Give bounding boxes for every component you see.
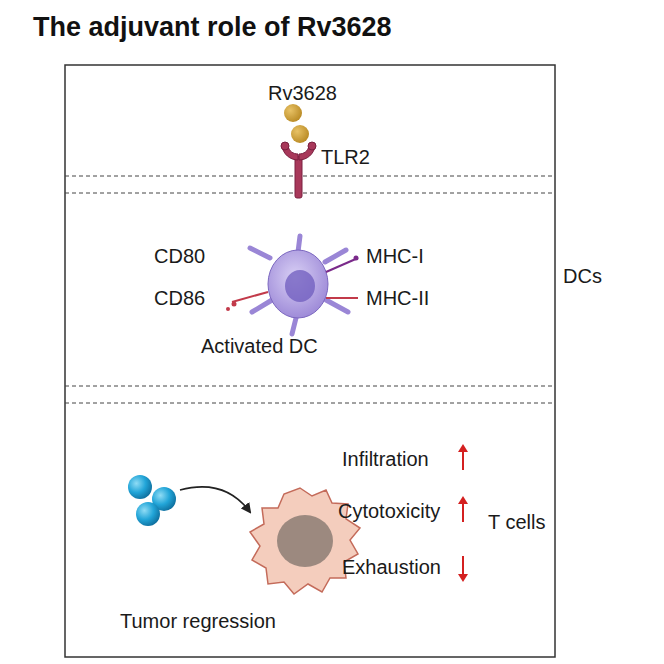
antigen-label: Rv3628 (268, 82, 337, 104)
t-cell (128, 475, 152, 499)
marker-dot (354, 256, 359, 261)
frame (65, 65, 555, 657)
up-arrow-head (458, 496, 468, 504)
effect-label: Infiltration (342, 448, 429, 470)
marker-dot (226, 307, 230, 311)
divider-line (65, 403, 555, 404)
mhc-ii-marker (326, 297, 358, 299)
mhc-i-marker (326, 258, 358, 272)
marker-label: MHC-I (366, 245, 424, 267)
section-label: T cells (488, 511, 545, 533)
title: The adjuvant role of Rv3628 (33, 12, 392, 43)
rv3628-particle (284, 104, 302, 122)
t-cell (136, 502, 160, 526)
dendritic-cell (226, 236, 359, 334)
dendrite (250, 236, 348, 334)
up-arrow (462, 451, 464, 470)
rv3628-particle (291, 125, 309, 143)
marker-label: MHC-II (366, 287, 429, 309)
section-label: DCs (563, 265, 602, 287)
receptor-tip (281, 142, 289, 150)
cell-label: Activated DC (201, 335, 318, 357)
down-arrow-head (458, 574, 468, 582)
cd86-marker (232, 292, 268, 302)
cell-nucleus (285, 270, 315, 302)
marker-label: CD86 (154, 287, 205, 309)
up-arrow-head (458, 444, 468, 452)
membrane-line (65, 193, 555, 194)
attack-arrow (180, 487, 250, 512)
outcome-label: Tumor regression (120, 610, 276, 632)
receptor-label: TLR2 (321, 146, 370, 168)
receptor-tip (308, 142, 316, 150)
tlr2-receptor (281, 142, 316, 198)
tumor-core (277, 515, 333, 567)
up-arrow (462, 503, 464, 522)
divider-line (65, 386, 555, 387)
down-arrow (462, 556, 464, 575)
marker-dot (232, 302, 237, 307)
receptor-stem (295, 156, 302, 198)
trend-arrows (458, 444, 468, 582)
marker-label: CD80 (154, 245, 205, 267)
effect-label: Cytotoxicity (338, 500, 440, 522)
effect-label: Exhaustion (342, 556, 441, 578)
cell-body (268, 250, 328, 318)
membrane-line (65, 176, 555, 177)
